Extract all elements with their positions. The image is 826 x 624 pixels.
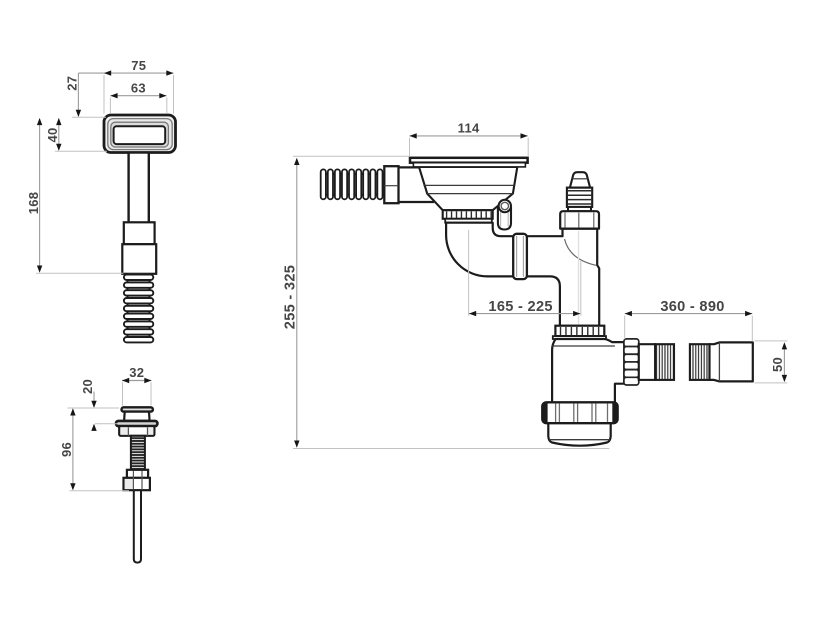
svg-text:96: 96 (59, 442, 74, 457)
svg-text:50: 50 (770, 357, 785, 372)
svg-text:32: 32 (129, 365, 144, 380)
svg-text:75: 75 (131, 58, 146, 73)
svg-text:255 - 325: 255 - 325 (283, 265, 299, 329)
svg-text:165 - 225: 165 - 225 (488, 299, 552, 315)
svg-text:168: 168 (26, 192, 41, 215)
svg-text:27: 27 (65, 76, 80, 91)
svg-text:20: 20 (80, 379, 95, 394)
svg-text:360 - 890: 360 - 890 (660, 299, 724, 315)
svg-text:40: 40 (45, 127, 60, 142)
svg-text:63: 63 (131, 80, 146, 95)
svg-text:114: 114 (458, 121, 480, 136)
